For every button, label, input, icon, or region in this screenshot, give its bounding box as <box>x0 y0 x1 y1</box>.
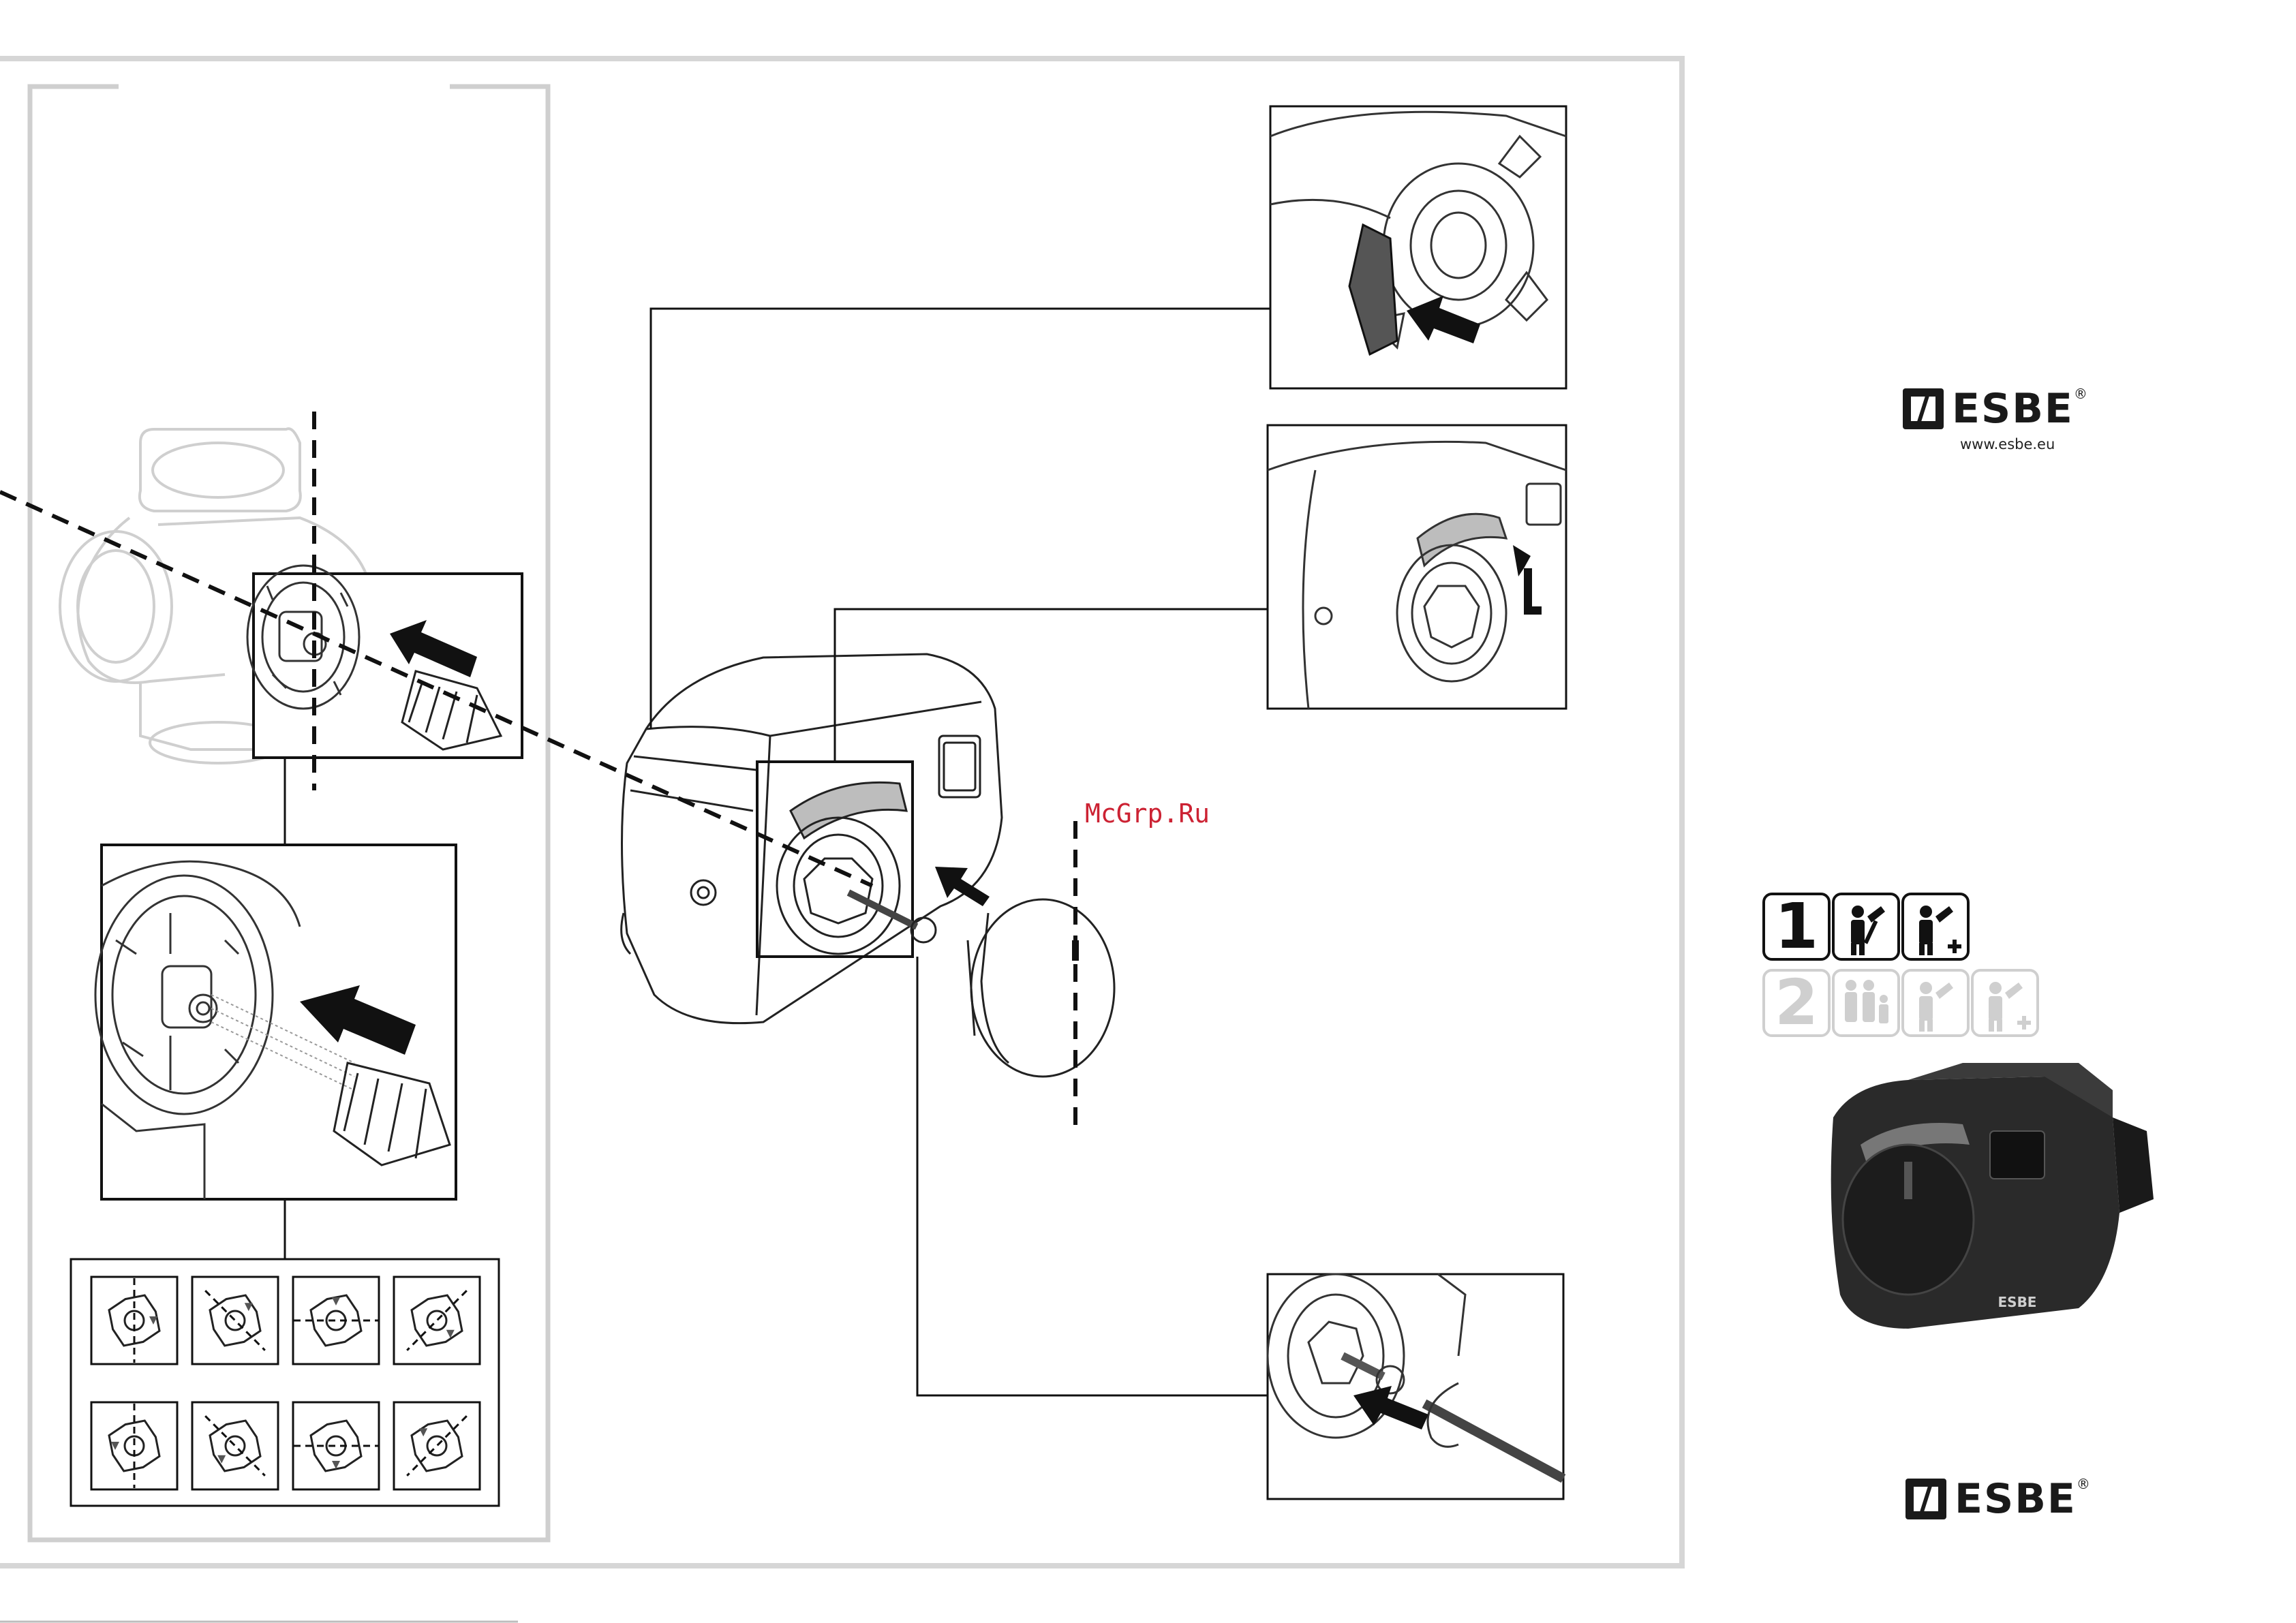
installer-tile <box>1833 894 1899 959</box>
photo-logo-text: ESBE <box>1998 1294 2037 1310</box>
esbe-logo-icon <box>1904 1477 1948 1521</box>
position-cell <box>91 1402 177 1489</box>
position-cell <box>293 1277 379 1364</box>
inset-coupling-detail <box>95 845 456 1199</box>
arrow-icon <box>935 867 990 906</box>
level-number-1: 1 <box>1764 894 1829 959</box>
esbe-logo-icon <box>1901 387 1945 431</box>
installer-plus-tile-faded <box>1972 970 2038 1036</box>
inset-lock-top <box>1270 106 1566 388</box>
inset-coupling-top <box>247 566 522 758</box>
connector-lines-right <box>651 309 1270 1395</box>
inset-release-middle <box>1268 425 1566 709</box>
knob-cap <box>968 899 1114 1077</box>
installer-tile-faded <box>1903 970 1968 1036</box>
level-number-2: 2 <box>1764 970 1829 1036</box>
position-cell <box>192 1277 278 1364</box>
brand-name: ESBE <box>1952 388 2074 429</box>
watermark-text: McGrp.Ru <box>1085 799 1210 829</box>
installer-plus-tile <box>1903 894 1968 959</box>
brand-url: www.esbe.eu <box>1960 436 2055 452</box>
position-cell <box>394 1402 480 1489</box>
inset-screw-bottom <box>1268 1274 1563 1499</box>
position-cell <box>91 1277 177 1364</box>
position-cell <box>293 1402 379 1489</box>
brand-reg-mark: ® <box>2074 386 2087 402</box>
actuator-product-photo: ESBE <box>1831 1063 2154 1329</box>
position-cell <box>192 1402 278 1489</box>
position-cell <box>394 1277 480 1364</box>
actuator-drawing <box>622 654 1002 1023</box>
brand-name: ESBE <box>1955 1479 2077 1519</box>
brand-reg-mark: ® <box>2077 1476 2090 1492</box>
brand-logo-top: ESBE ® <box>1901 387 2087 431</box>
brand-logo-bottom: ESBE ® <box>1904 1477 2090 1521</box>
